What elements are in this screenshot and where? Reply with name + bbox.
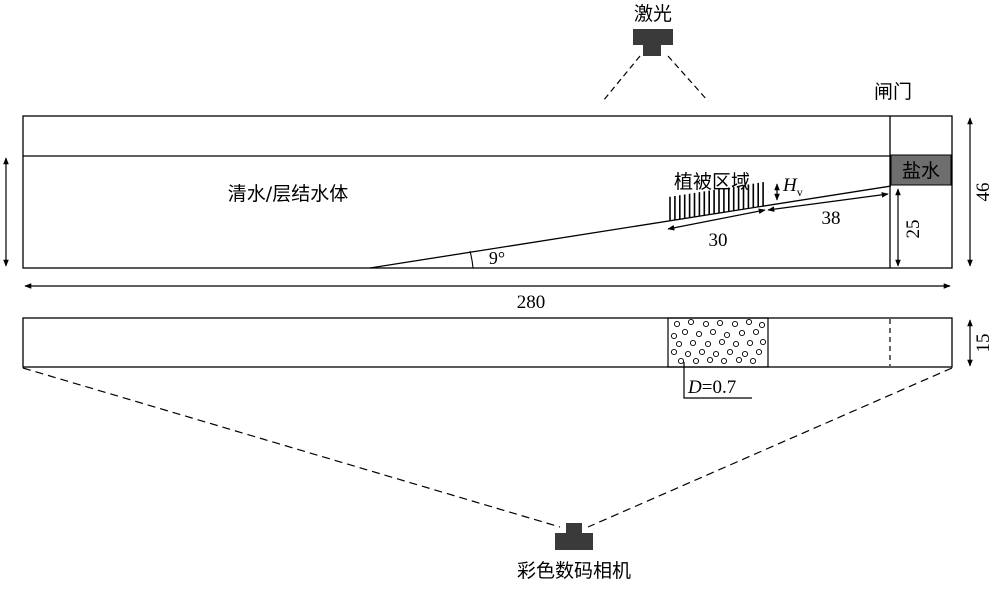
vegetation-stem-circle: [673, 320, 681, 328]
vegetation-stem-circle: [755, 348, 763, 356]
slope-angle-label: 9°: [489, 248, 505, 268]
vegetation-stem-circle: [752, 328, 760, 336]
hv-label: Hv: [782, 175, 803, 199]
vegetation-stem-circle: [698, 348, 706, 356]
vegetation-stem-circle: [745, 318, 753, 326]
top-view-tank: [22, 317, 953, 368]
vegetation-stem-circle: [741, 350, 749, 358]
vegetation-stem-circle: [692, 357, 700, 365]
salt-water-region: [890, 154, 952, 186]
dim-veg-to-gate-arrow: [767, 192, 889, 212]
dim-height: 46: [973, 183, 994, 202]
vegetation-stem-circle: [746, 339, 754, 347]
dim-slope-height: 25: [903, 220, 924, 239]
vegetation-stem-circle: [749, 357, 757, 365]
vegetation-stem-circle: [726, 348, 734, 356]
vegetation-stem-circle: [720, 357, 728, 365]
vegetation-stem-circle: [704, 340, 712, 348]
fresh-water-label: 清水/层结水体: [228, 183, 348, 205]
dim-width: 15: [973, 334, 994, 353]
camera-device: [22, 367, 953, 550]
dim-veg-to-gate: 38: [822, 208, 841, 229]
slope-line: [369, 185, 892, 269]
vegetation-stem-circle: [675, 340, 683, 348]
vegetation-stem-circle: [687, 318, 695, 326]
vegetation-stem-circle: [732, 340, 740, 348]
vegetation-stem-circle: [723, 331, 731, 339]
gate-label: 闸门: [874, 81, 912, 103]
vegetation-circles: [670, 318, 767, 365]
vegetation-stem-circle: [738, 329, 746, 337]
vegetation-stem-circle: [758, 321, 766, 329]
vegetation-stem-circle: [684, 350, 692, 358]
vegetation-stem-circle: [718, 338, 726, 346]
vegetation-stem-circle: [759, 338, 767, 346]
vegetation-stem-circle: [731, 320, 739, 328]
dim-veg-length-arrow: [667, 208, 766, 231]
vegetation-stem-circle: [670, 332, 678, 340]
vegetation-stem-circle: [689, 339, 697, 347]
salt-water-label: 盐水: [902, 160, 940, 182]
laser-label: 激光: [634, 3, 672, 25]
dim-total-length: 280: [517, 292, 546, 313]
dim-veg-length: 30: [709, 230, 728, 251]
vegetation-stem-circle: [709, 328, 717, 336]
diameter-callout: D=0.7: [683, 362, 752, 399]
vegetation-stem-circle: [716, 319, 724, 327]
vegetation-stem-circle: [681, 328, 689, 336]
vegetation-stem-circle: [706, 356, 714, 364]
vegetation-stem-circle: [712, 350, 720, 358]
diameter-label: D=0.7: [687, 377, 736, 398]
laser-device: [602, 29, 709, 102]
vegetation-stem-circle: [670, 348, 678, 356]
vegetation-label: 植被区域: [674, 171, 750, 193]
vegetation-stem-circle: [677, 357, 685, 365]
camera-label: 彩色数码相机: [517, 560, 631, 582]
side-view-tank: [22, 115, 953, 269]
slope-angle-arc: [469, 250, 474, 269]
vegetation-stem-circle: [702, 320, 710, 328]
top-view-vegetation-zone: [667, 317, 769, 368]
vegetation-stem-circle: [695, 330, 703, 338]
vegetation-stem-circle: [735, 356, 743, 364]
